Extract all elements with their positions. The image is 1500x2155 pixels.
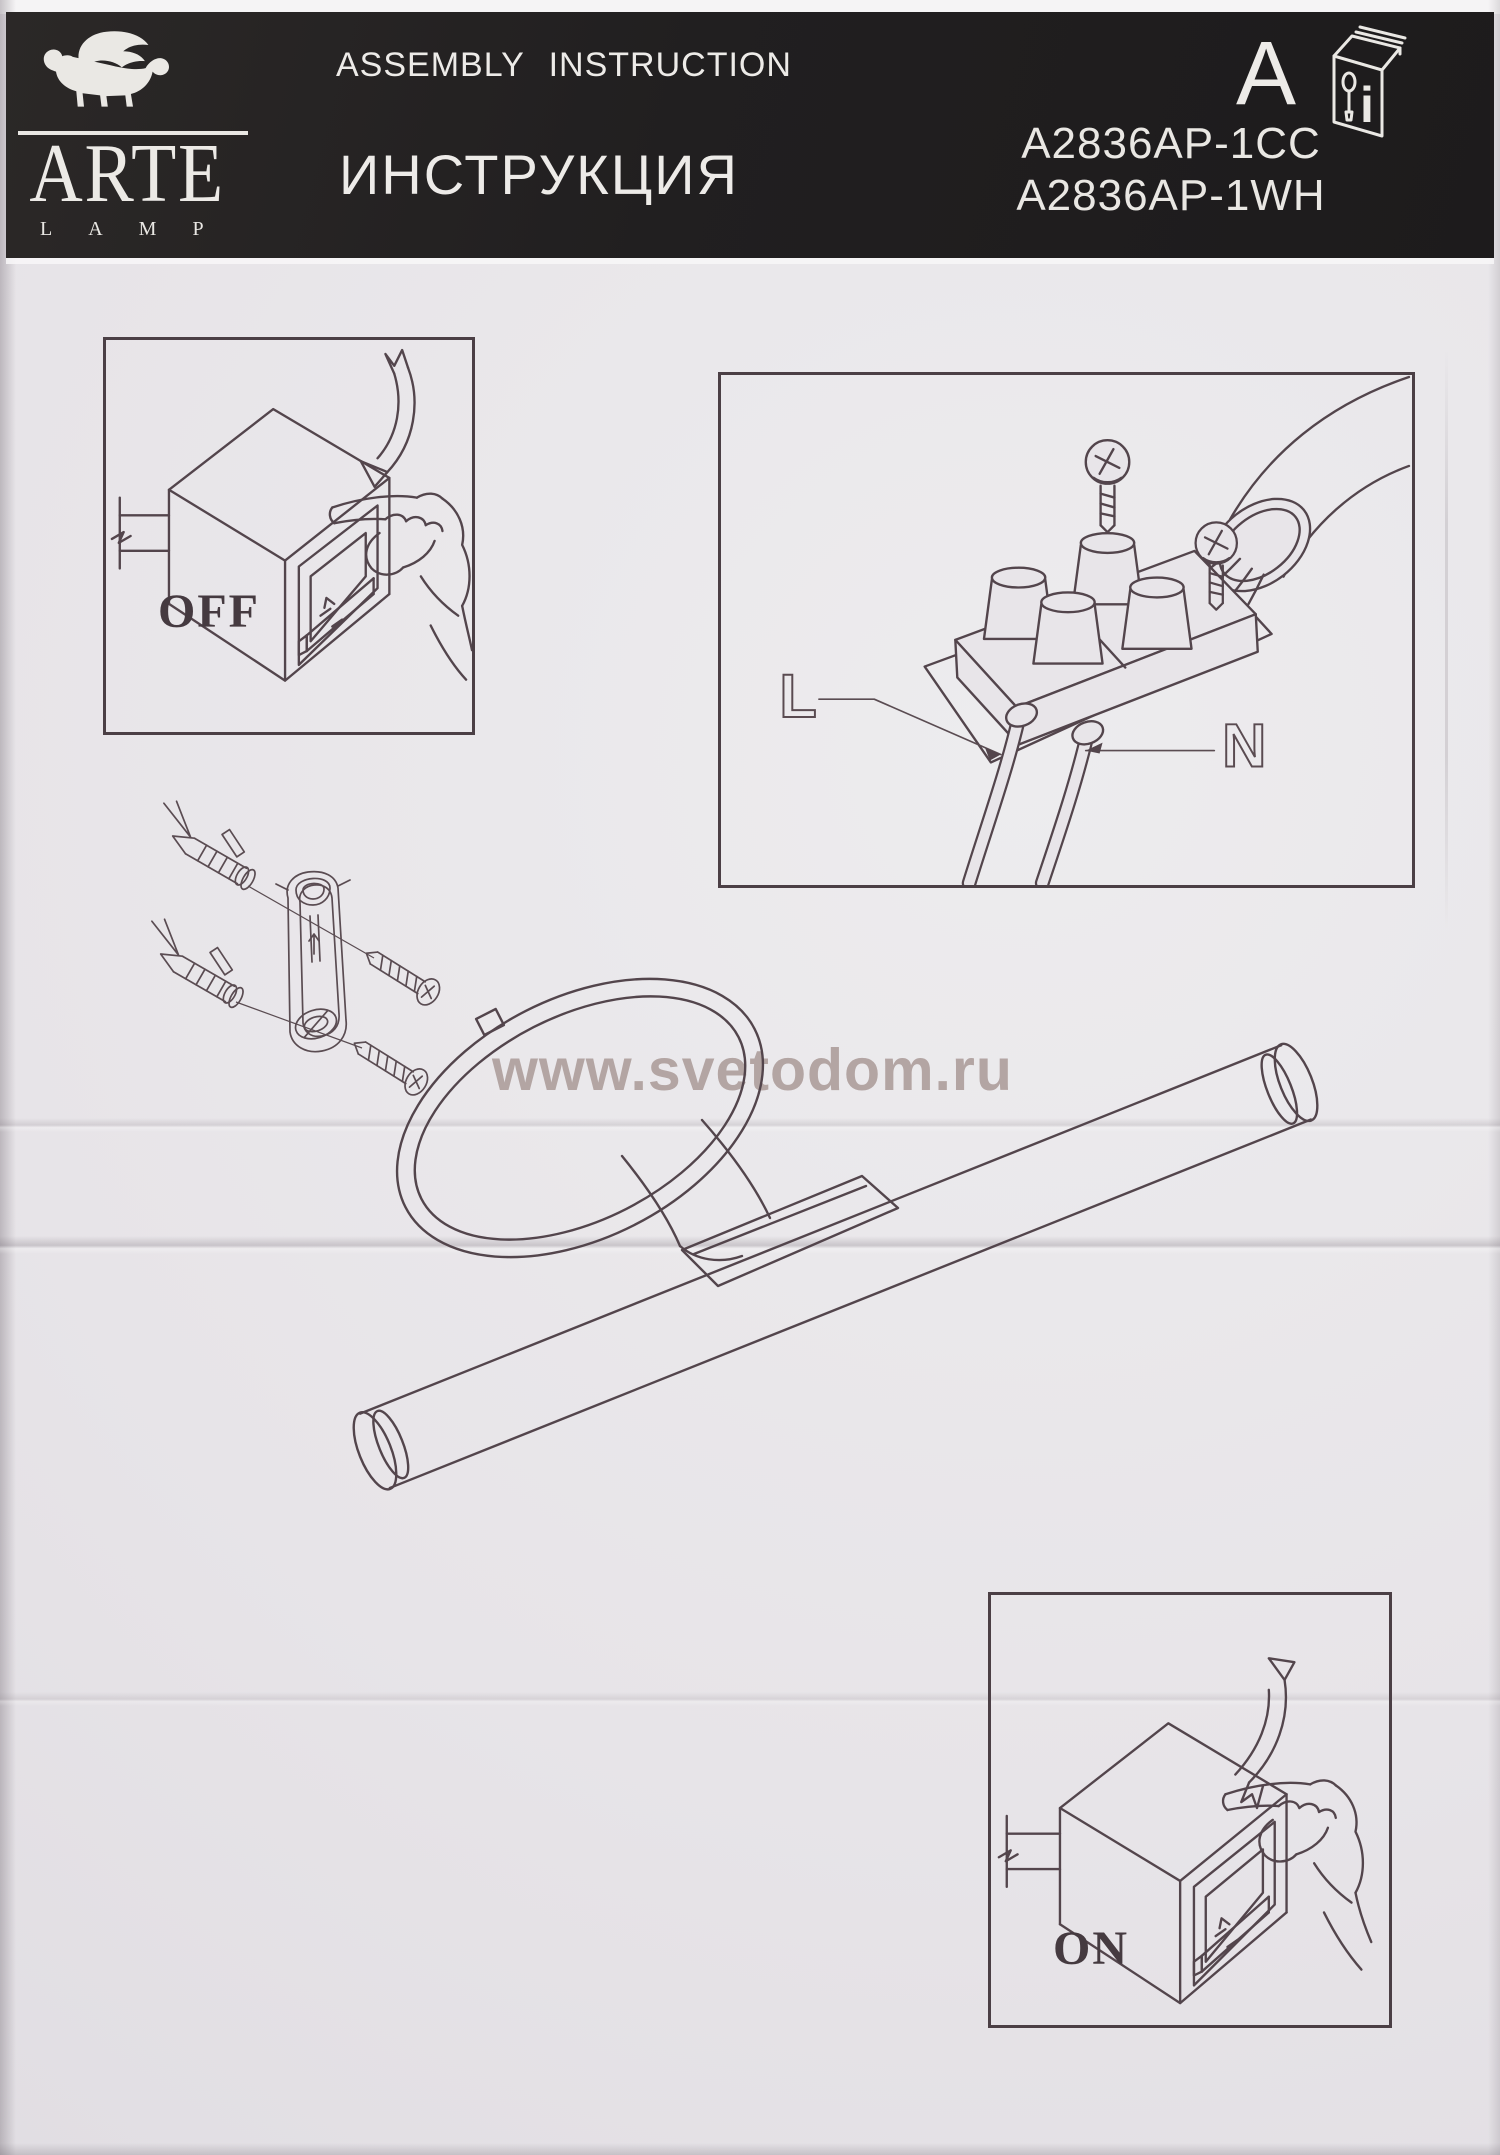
model-numbers: A2836AP-1CC A2836AP-1WH xyxy=(986,118,1356,222)
brand-name: ARTE xyxy=(29,127,225,220)
canopy-arm xyxy=(620,1118,772,1262)
wiring-diagram: L N xyxy=(718,372,1415,888)
terminal-posts xyxy=(982,531,1193,665)
terminal-screw xyxy=(1084,439,1131,534)
section-letter: A xyxy=(1236,24,1297,124)
wall-bracket xyxy=(275,870,351,1053)
neutral-wire-label: N xyxy=(1222,711,1266,779)
paper-left-shadow xyxy=(0,0,16,2155)
watermark: www.svetodom.ru xyxy=(492,1037,1013,1103)
terminal-block xyxy=(954,531,1259,746)
booklet-info-letter: i xyxy=(1360,77,1374,133)
title-english: ASSEMBLY INSTRUCTION xyxy=(336,46,792,84)
title-russian: ИНСТРУКЦИЯ xyxy=(339,143,739,206)
switch-off-drawing xyxy=(110,348,472,682)
canopy-plate xyxy=(395,977,765,1259)
tube-shade xyxy=(352,1042,1319,1491)
lamp-assembly-drawing xyxy=(352,977,1319,1491)
off-label: OFF xyxy=(158,585,260,638)
mounting-bracket-diagram xyxy=(151,800,441,1096)
terminal-screw xyxy=(1194,521,1239,611)
paper-top-edge xyxy=(0,0,1500,14)
winged-lion-logo-icon xyxy=(43,31,169,107)
mounting-screw xyxy=(353,1041,429,1096)
header-band: ARTE LAMP ASSEMBLY INSTRUCTION ИНСТРУКЦИ… xyxy=(6,12,1494,258)
switch-off-diagram: OFF xyxy=(103,337,475,735)
brand-subname: LAMP xyxy=(40,218,240,240)
tube-saddle xyxy=(680,1174,900,1288)
switch-on-drawing xyxy=(997,1657,1373,2005)
on-label: ON xyxy=(1053,1922,1129,1975)
mounting-screw xyxy=(365,951,441,1006)
band-lower-highlight xyxy=(6,258,1494,264)
logo-underline xyxy=(18,131,248,135)
switch-on-diagram: ON xyxy=(988,1592,1392,2028)
paper-bottom-shadow xyxy=(0,2143,1500,2155)
mains-wires xyxy=(961,702,1105,885)
paper-crease xyxy=(1445,350,1448,930)
wall-anchor xyxy=(163,800,256,891)
instruction-booklet-icon: i xyxy=(1332,25,1407,138)
paper-right-shadow xyxy=(1488,0,1500,2155)
model-number-1: A2836AP-1CC xyxy=(1021,119,1321,168)
wall-anchor xyxy=(151,918,244,1009)
live-wire-label: L xyxy=(779,662,816,730)
wiring-drawing: L N xyxy=(778,375,1411,885)
model-number-2: A2836AP-1WH xyxy=(1016,171,1326,220)
